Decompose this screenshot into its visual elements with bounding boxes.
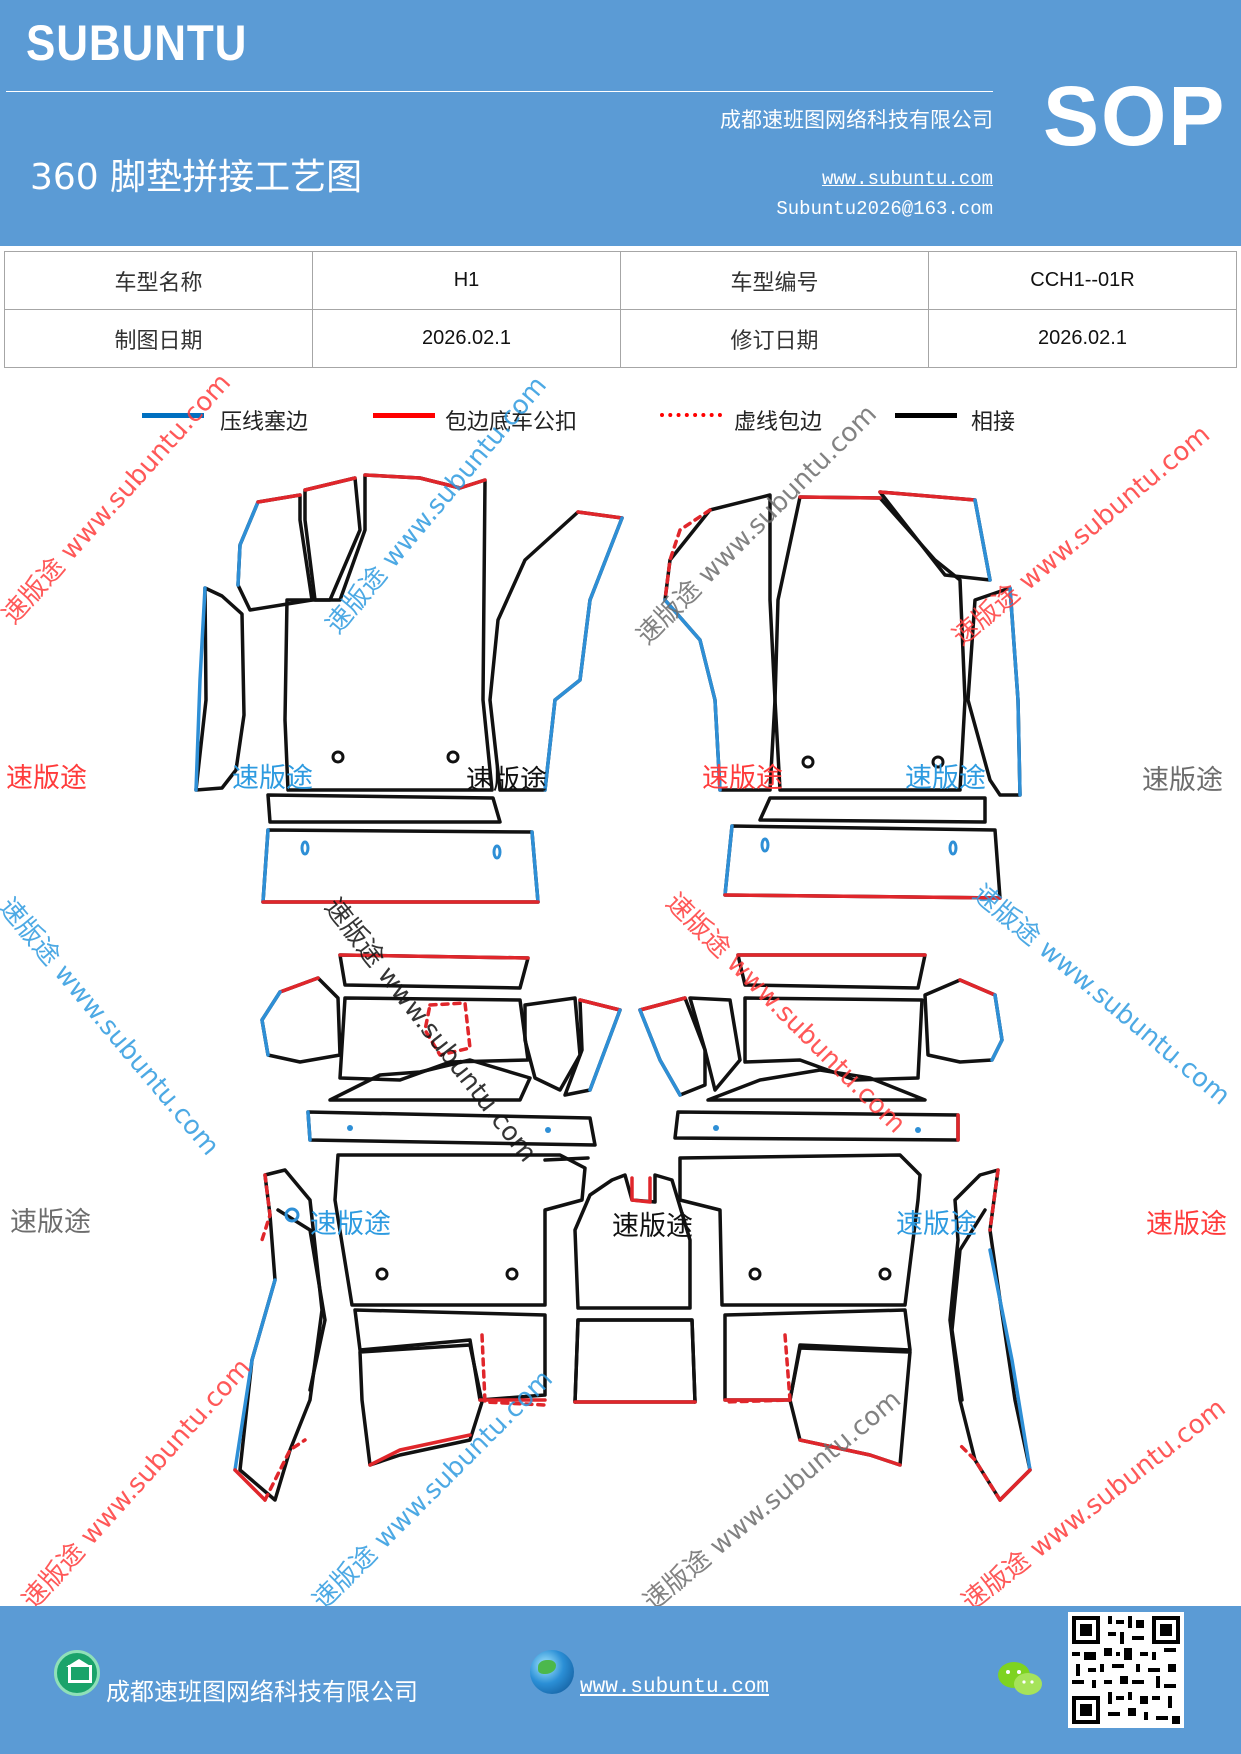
watermark-flat: 速版途 — [10, 1207, 91, 1238]
watermark-flat: 速版途 — [702, 763, 783, 794]
value-model-code: CCH1--01R — [928, 251, 1237, 310]
document-title: 360 脚垫拼接工艺图 — [30, 157, 363, 198]
value-model-name: H1 — [312, 251, 621, 310]
header-banner: SUBUNTU 成都速班图网络科技有限公司 360 脚垫拼接工艺图 www.su… — [0, 0, 1241, 246]
label-draw-date: 制图日期 — [4, 309, 313, 368]
legend-swatch-red — [373, 413, 435, 418]
legend-swatch-black — [895, 413, 957, 418]
mat-center-tunnel — [573, 1173, 697, 1404]
header-company-name: 成都速班图网络科技有限公司 — [720, 108, 993, 132]
footer-company-name: 成都速班图网络科技有限公司 — [106, 1678, 418, 1706]
qr-code[interactable] — [1068, 1612, 1184, 1728]
mat-front-left — [194, 473, 624, 904]
mat-front-right — [663, 490, 1022, 900]
label-revision-date: 修订日期 — [620, 309, 929, 368]
watermark-flat: 速版途 — [310, 1209, 391, 1240]
legend-label: 虚线包边 — [734, 410, 823, 435]
watermark-flat: 速版途 — [1142, 765, 1223, 796]
header-website-link[interactable]: www.subuntu.com — [821, 168, 993, 190]
vehicle-info-table: 车型名称 H1 车型编号 CCH1--01R 制图日期 2026.02.1 修订… — [4, 251, 1237, 368]
legend-swatch-red-dashed — [660, 413, 722, 417]
mat-rear-right — [638, 953, 1032, 1502]
globe-icon — [530, 1650, 574, 1694]
watermark-flat: 速版途 — [612, 1211, 693, 1242]
header-email: Subuntu2026@163.com — [776, 198, 993, 220]
watermark-flat: 速版途 — [896, 1209, 977, 1240]
value-draw-date: 2026.02.1 — [312, 309, 621, 368]
home-icon — [54, 1650, 100, 1696]
header-divider — [6, 91, 993, 92]
watermark-flat: 速版途 — [466, 765, 547, 796]
footer-website-link[interactable]: www.subuntu.com — [580, 1676, 770, 1699]
label-model-name: 车型名称 — [4, 251, 313, 310]
legend-label: 相接 — [971, 410, 1016, 435]
brand-logo: SUBUNTU — [26, 15, 248, 71]
floor-mat-diagram — [194, 473, 1032, 1502]
watermark-flat: 速版途 — [6, 763, 87, 794]
mat-rear-left — [233, 953, 622, 1502]
legend-swatch-blue — [142, 413, 204, 418]
table-row: 车型名称 H1 车型编号 CCH1--01R — [4, 251, 1237, 310]
watermark-flat: 速版途 — [232, 763, 313, 794]
legend-label: 压线塞边 — [220, 410, 309, 435]
sop-badge: SOP — [1043, 69, 1227, 163]
label-model-code: 车型编号 — [620, 251, 929, 310]
legend-label: 包边底车公扣 — [445, 410, 578, 435]
table-row: 制图日期 2026.02.1 修订日期 2026.02.1 — [4, 309, 1237, 368]
watermark-flat: 速版途 — [1146, 1209, 1227, 1240]
wechat-icon — [998, 1662, 1042, 1695]
footer-banner: 成都速班图网络科技有限公司 www.subuntu.com — [0, 1606, 1241, 1754]
value-revision-date: 2026.02.1 — [928, 309, 1237, 368]
watermark-flat: 速版途 — [905, 763, 986, 794]
